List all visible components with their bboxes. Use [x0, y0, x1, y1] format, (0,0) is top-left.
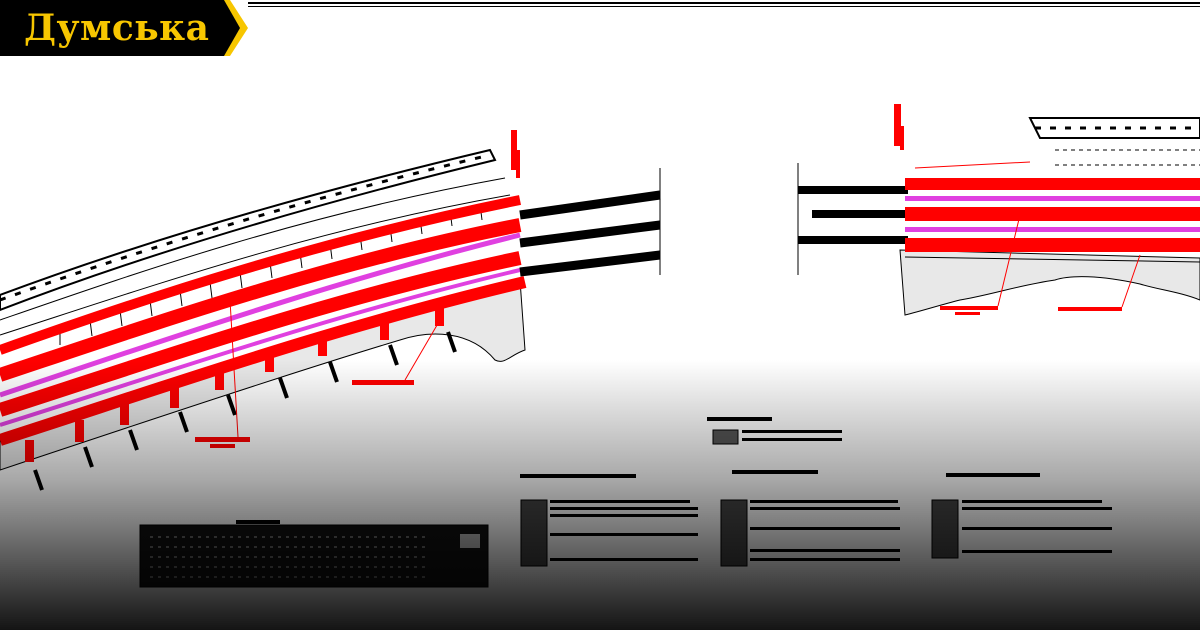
legend-area: [520, 417, 1112, 567]
badge-shape: [0, 0, 248, 56]
left-pipes: [519, 168, 661, 277]
left-red-layer-1: [0, 195, 521, 355]
right-section: [797, 104, 1200, 316]
brand-logo-text: Думська: [24, 7, 210, 49]
top-rule: [248, 2, 1200, 7]
right-ground-fill: [899, 249, 1200, 316]
left-red-layer-4: [0, 276, 527, 446]
brand-badge[interactable]: Думська: [0, 0, 250, 56]
left-red-layer-2: [0, 218, 522, 382]
left-stone-layer: [0, 148, 497, 312]
title-block: [139, 520, 489, 588]
left-section: [0, 130, 661, 491]
